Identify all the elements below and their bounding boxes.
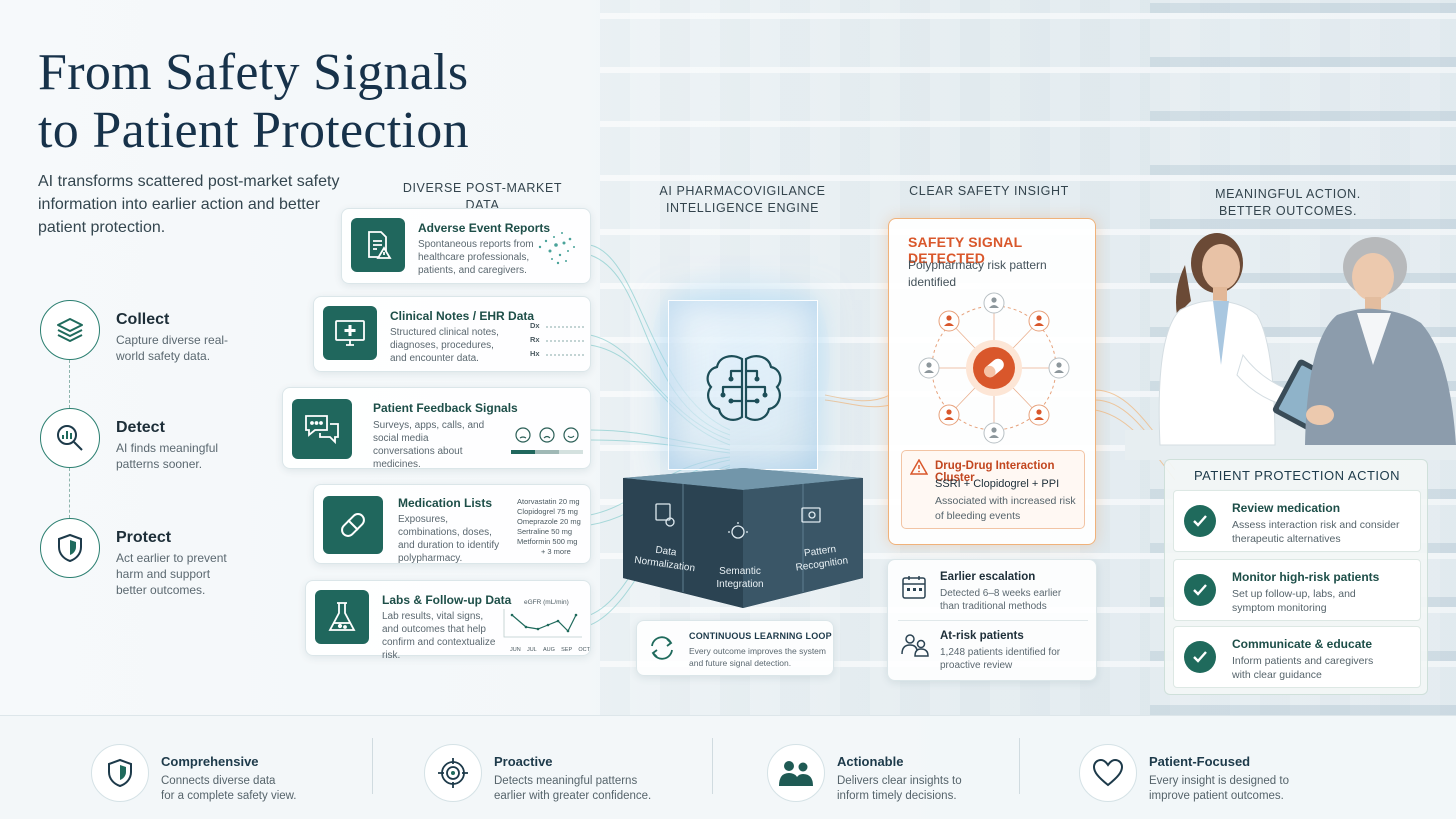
check-circle-icon <box>1184 641 1216 673</box>
patient-protection-panel: PATIENT PROTECTION ACTION Review medicat… <box>1164 459 1428 695</box>
data-card-patient-feedback[interactable]: Patient Feedback Signals Surveys, apps, … <box>282 387 591 470</box>
metrics-divider <box>898 620 1088 621</box>
chat-bubbles-icon <box>292 399 352 459</box>
action-monitor-patients[interactable]: Monitor high-risk patients Set up follow… <box>1173 559 1421 621</box>
action-communicate-educate[interactable]: Communicate & educate Inform patients an… <box>1173 626 1421 688</box>
magnifier-chart-icon <box>40 408 100 468</box>
data-card-clinical-notes[interactable]: Clinical Notes / EHR Data Structured cli… <box>313 296 591 372</box>
col-head-insight: CLEAR SAFETY INSIGHT <box>909 184 1069 198</box>
refresh-loop-icon <box>651 636 673 660</box>
heart-icon <box>1079 744 1137 802</box>
medication-list: Atorvastatin 20 mg Clopidogrel 75 mg Ome… <box>517 497 581 556</box>
col-head-action: MEANINGFUL ACTION.BETTER OUTCOMES. <box>1215 187 1361 218</box>
ddi-cluster-box: Drug-Drug Interaction Cluster SSRI + Clo… <box>901 450 1085 529</box>
target-icon <box>424 744 482 802</box>
pill-icon <box>323 496 383 554</box>
check-circle-icon <box>1184 505 1216 537</box>
sentiment-faces <box>511 427 583 454</box>
check-circle-icon <box>1184 574 1216 606</box>
pillar-connector <box>69 360 70 408</box>
action-review-medication[interactable]: Review medication Assess interaction ris… <box>1173 490 1421 552</box>
lab-chart-label: eGFR (mL/min) <box>524 599 569 606</box>
pharmacist-patient-illustration <box>1125 233 1456 460</box>
safety-signal-card: SAFETY SIGNAL DETECTED Polypharmacy risk… <box>888 218 1096 545</box>
pillar-connector <box>69 468 70 518</box>
monitor-medical-icon <box>323 306 377 360</box>
engine-base <box>623 468 863 608</box>
data-card-labs[interactable]: Labs & Follow-up Data Lab results, vital… <box>305 580 591 661</box>
engine-module-icons <box>655 503 821 540</box>
pillar-detect: Detect AI finds meaningful patterns soon… <box>40 408 290 478</box>
shield-icon <box>91 744 149 802</box>
pillar-collect: Collect Capture diverse real-world safet… <box>40 300 290 370</box>
engine-cube <box>668 300 818 470</box>
report-warning-icon <box>351 218 405 272</box>
interaction-network <box>918 292 1070 444</box>
learning-loop-card: CONTINUOUS LEARNING LOOP Every outcome i… <box>636 620 834 676</box>
data-card-adverse-events[interactable]: Adverse Event Reports Spontaneous report… <box>341 208 591 284</box>
ehr-field-list: Dx Rx Hx <box>530 321 540 358</box>
flask-icon <box>315 590 369 644</box>
data-card-medication-lists[interactable]: Medication Lists Exposures, combinations… <box>313 484 591 564</box>
metrics-card: Earlier escalation Detected 6–8 weeks ea… <box>887 559 1097 681</box>
shield-icon <box>40 518 100 578</box>
benefit-separator <box>1019 738 1020 794</box>
brain-circuit-icon <box>706 355 782 421</box>
people-icon <box>901 634 929 657</box>
benefit-separator <box>712 738 713 794</box>
page-subtitle: AI transforms scattered post-market safe… <box>38 173 340 236</box>
benefit-separator <box>372 738 373 794</box>
layers-icon <box>40 300 100 360</box>
scatter-dots-decoration <box>538 232 575 265</box>
pillar-protect: Protect Act earlier to prevent harm and … <box>40 518 290 597</box>
engine-module-integration: Semantic Integration <box>716 566 764 590</box>
calendar-icon <box>902 576 926 599</box>
lab-trend-chart <box>503 609 582 638</box>
warning-triangle-icon <box>910 459 928 475</box>
people-icon <box>767 744 825 802</box>
ehr-dotted-lines <box>546 326 584 356</box>
